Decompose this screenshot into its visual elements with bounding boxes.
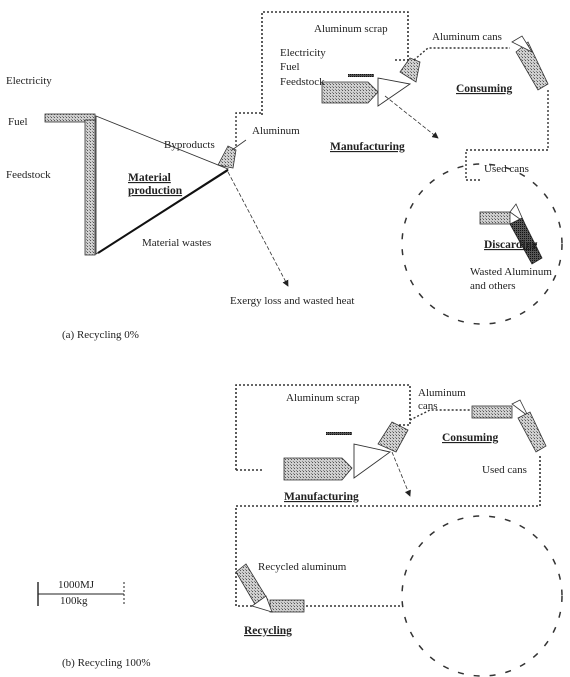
label-aluminum-scrap-a: Aluminum scrap <box>314 23 388 35</box>
consuming-block-a <box>511 35 549 91</box>
scale-bar <box>37 582 125 606</box>
mfg-b-loss-arrow <box>391 451 411 497</box>
energy-loss-arrow <box>227 171 289 287</box>
label-scale-mass: 100kg <box>60 595 88 607</box>
label-feedstock-mfg: Feedstock <box>280 76 325 88</box>
label-aluminum-scrap-b: Aluminum scrap <box>286 392 360 404</box>
discard-circle <box>401 163 563 325</box>
label-energy-loss: Exergy loss and wasted heat <box>230 295 354 307</box>
label-feedstock-left: Feedstock <box>6 169 51 181</box>
recycling-block <box>235 563 400 613</box>
label-consuming-b: Consuming <box>442 432 498 444</box>
recycling-tip <box>251 595 273 613</box>
label-wasted-1: Wasted Aluminum <box>470 266 552 278</box>
consuming-shape-a <box>515 41 549 91</box>
label-consuming-a: Consuming <box>456 83 512 95</box>
mfg-triangle <box>377 77 412 107</box>
mfg-loss-arrow <box>384 95 439 139</box>
aluminum-scrap-loop-b <box>235 384 411 470</box>
material-waste-line <box>97 169 229 254</box>
discard-input-bar <box>479 211 511 225</box>
label-used-cans-a: Used cans <box>484 163 529 175</box>
label-manufacturing-a: Manufacturing <box>330 141 405 153</box>
label-byproducts: Byproducts <box>164 139 215 151</box>
panel-a-diagram <box>44 11 563 325</box>
label-discarding: Discarding <box>484 239 538 251</box>
panel-b-diagram <box>37 384 563 677</box>
label-material-wastes: Material wastes <box>142 237 211 249</box>
label-aluminum-cans-b-1: Aluminum <box>418 387 466 399</box>
cans-flow-b <box>409 409 470 421</box>
label-electricity-left: Electricity <box>6 75 52 87</box>
mfg-b-electricity-bar <box>326 432 352 435</box>
label-aluminum: Aluminum <box>252 125 300 137</box>
label-fuel-left: Fuel <box>8 116 28 128</box>
label-used-cans-b: Used cans <box>482 464 527 476</box>
label-scale-energy: 1000MJ <box>58 579 95 591</box>
discard-tip <box>509 203 525 224</box>
label-manufacturing-b: Manufacturing <box>284 491 359 503</box>
used-cans-flow-b <box>235 456 541 607</box>
aluminum-flow-a <box>235 112 262 146</box>
label-recycled-aluminum: Recycled aluminum <box>258 561 347 573</box>
fuel-input-bar <box>44 113 96 123</box>
mfg-b-input-arrow <box>283 457 353 481</box>
label-wasted-2: and others <box>470 280 516 292</box>
consuming-b-shape <box>517 411 547 453</box>
label-aluminum-cans-a: Aluminum cans <box>432 31 502 43</box>
mfg-electricity-bar <box>348 74 374 77</box>
caption-a: (a) Recycling 0% <box>62 329 139 341</box>
recycling-bar <box>269 599 305 613</box>
consuming-b-tip <box>511 399 529 417</box>
label-aluminum-cans-b-2: cans <box>418 400 438 412</box>
mfg-b-output-shape <box>377 421 409 453</box>
manufacturing-block-a <box>321 57 439 139</box>
discarding-block <box>401 163 563 325</box>
mfg-input-arrow <box>321 81 379 104</box>
label-fuel-mfg: Fuel <box>280 61 300 73</box>
feedstock-input-bar <box>84 119 96 256</box>
consuming-block-b <box>471 399 547 453</box>
cans-flow-a <box>413 47 510 61</box>
recycling-shape <box>235 563 269 607</box>
discard-waste-shape <box>509 217 543 265</box>
label-material-production-1: Material <box>128 172 171 184</box>
byproduct-line <box>231 139 247 151</box>
material-production-block <box>44 113 289 287</box>
label-material-production-2: production <box>128 185 183 197</box>
aluminum-scrap-loop-a <box>261 11 409 115</box>
mfg-output-shape <box>399 57 421 83</box>
label-electricity-mfg: Electricity <box>280 47 326 59</box>
mfg-b-triangle <box>353 443 392 479</box>
collection-circle-b <box>401 515 563 677</box>
consuming-tip-a <box>511 35 534 53</box>
used-cans-flow-a <box>465 90 549 181</box>
manufacturing-block-b <box>283 421 411 497</box>
aluminum-output-shape <box>217 145 237 169</box>
caption-b: (b) Recycling 100% <box>62 657 151 669</box>
consuming-b-bar <box>471 405 513 419</box>
label-recycling: Recycling <box>244 625 292 637</box>
